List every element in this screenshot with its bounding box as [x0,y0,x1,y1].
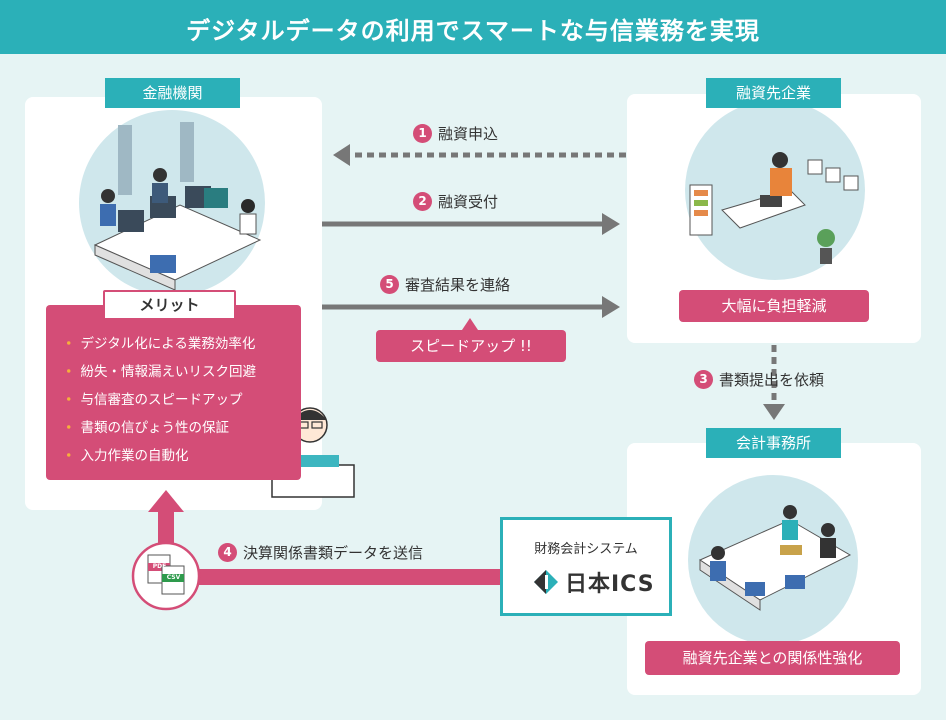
step-3-label: 書類提出を依頼 [719,371,825,389]
system-brand-name: 日本ICS [565,572,655,597]
step-2-label: 融資受付 [438,193,499,211]
step-2-number: 2 [413,192,432,211]
system-brand: 日本ICS [533,566,655,598]
merit-title: メリット [103,290,236,320]
accounting-benefit: 融資先企業との関係性強化 [645,641,900,675]
step-5-number: 5 [380,275,399,294]
merit-item: ・デジタル化による業務効率化 [62,336,256,352]
step-1-label: 融資申込 [438,125,499,143]
company-tag: 融資先企業 [706,78,841,108]
arrow-request-docs [763,345,785,420]
step-2: 2 融資受付 [413,191,498,212]
businessman-illustration [271,407,355,498]
merit-item: ・入力作業の自動化 [62,448,189,464]
step-4-label: 決算関係書類データを送信 [243,544,424,562]
company-office-illustration [685,100,865,280]
merit-item: ・書類の信ぴょう性の保証 [62,420,229,436]
step-5: 5 審査結果を連絡 [380,274,510,295]
step-3: 3 書類提出を依頼 [694,369,824,390]
title-bar: デジタルデータの利用でスマートな与信業務を実現 [0,0,946,54]
merit-item: ・与信審査のスピードアップ [62,392,243,408]
ics-logo-icon [534,570,558,594]
bank-office-illustration [79,110,265,296]
csv-label: CSV [166,574,181,581]
accounting-system-box: 財務会計システム 日本ICS [500,517,672,616]
step-1: 1 融資申込 [413,123,498,144]
system-caption: 財務会計システム [534,542,638,557]
company-benefit: 大幅に負担軽減 [679,290,869,322]
accounting-office-illustration [688,475,858,645]
arrow-accept [322,213,620,235]
page-title: デジタルデータの利用でスマートな与信業務を実現 [186,17,760,45]
speedup-label: スピードアップ !! [376,330,566,362]
arrow-result [322,296,620,318]
step-1-number: 1 [413,124,432,143]
pdf-label: PDF [152,563,167,570]
arrow-send-data [148,490,502,585]
bank-tag: 金融機関 [105,78,240,108]
step-4: 4 決算関係書類データを送信 [218,542,423,563]
merit-box [46,305,301,480]
step-5-label: 審査結果を連絡 [405,276,511,294]
file-icons-badge [131,541,201,611]
accounting-tag: 会計事務所 [706,428,841,458]
step-3-number: 3 [694,370,713,389]
step-4-number: 4 [218,543,237,562]
speedup-pointer [462,318,478,330]
merit-list: ・デジタル化による業務効率化 ・紛失・情報漏えいリスク回避 ・与信審査のスピード… [62,330,256,470]
merit-item: ・紛失・情報漏えいリスク回避 [62,364,256,380]
arrow-apply [333,144,626,166]
